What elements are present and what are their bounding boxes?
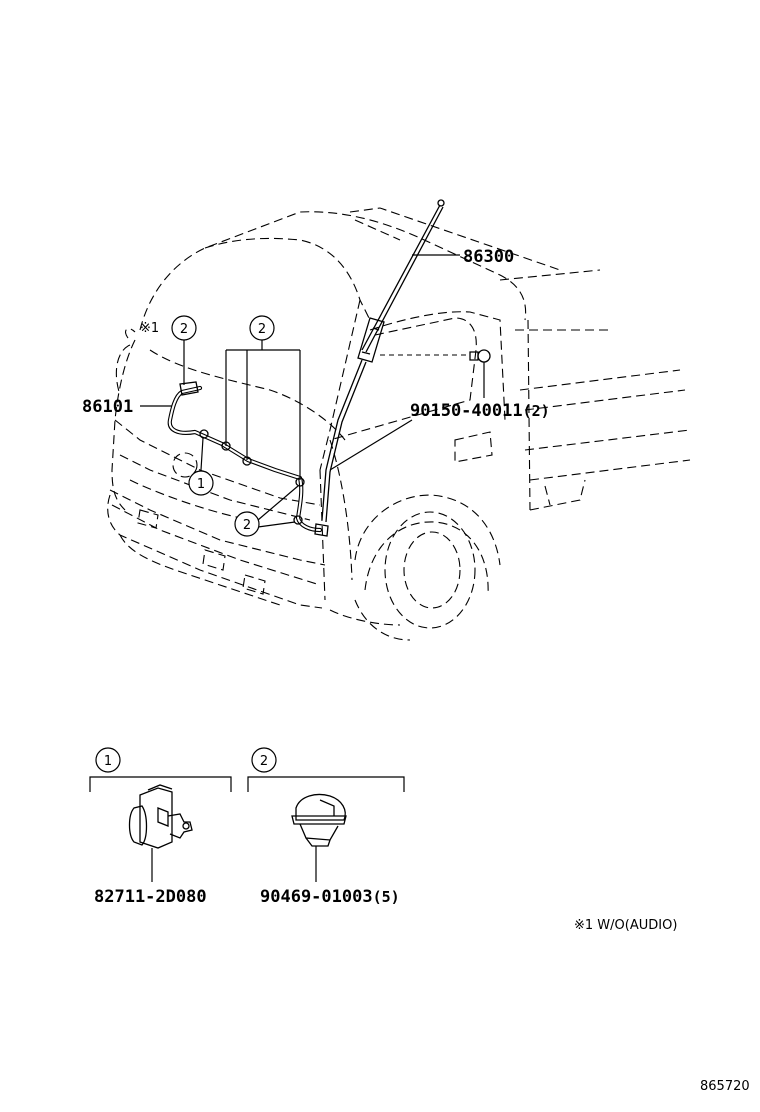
bubble-label: 2 [180, 322, 188, 337]
bubble-clamp: 1 [188, 470, 214, 496]
note-marker: ※1 [140, 321, 159, 336]
bubble-label: 1 [104, 754, 112, 769]
detail-clamp: 1 [89, 747, 232, 882]
part-number-screw: 90150-40011(2) [410, 401, 550, 421]
part-number-antenna-rod: 86300 [463, 247, 514, 267]
part-number-clip: 90469-01003(5) [260, 887, 400, 907]
bubble-label: 2 [260, 754, 268, 769]
antenna-rod [321, 199, 470, 523]
bubble-clip-top-group: 2 [249, 315, 275, 341]
bubble-label: 2 [258, 322, 266, 337]
figure-id: 865720 [700, 1079, 750, 1094]
bubble-label: 1 [197, 477, 205, 492]
footnote: ※1 W/O(AUDIO) [574, 918, 677, 933]
part-number-antenna-cord: 86101 [82, 397, 133, 417]
screw-part [469, 349, 491, 398]
detail-clip: 2 [247, 747, 405, 882]
part-number-clamp: 82711-2D080 [94, 887, 207, 907]
truck-cab-outline [107, 207, 691, 641]
bubble-clip-bottom: 2 [234, 511, 260, 537]
leader-lines [140, 254, 460, 528]
bubble-clip-top-left: 2 [171, 315, 197, 341]
bubble-label: 2 [243, 518, 251, 533]
